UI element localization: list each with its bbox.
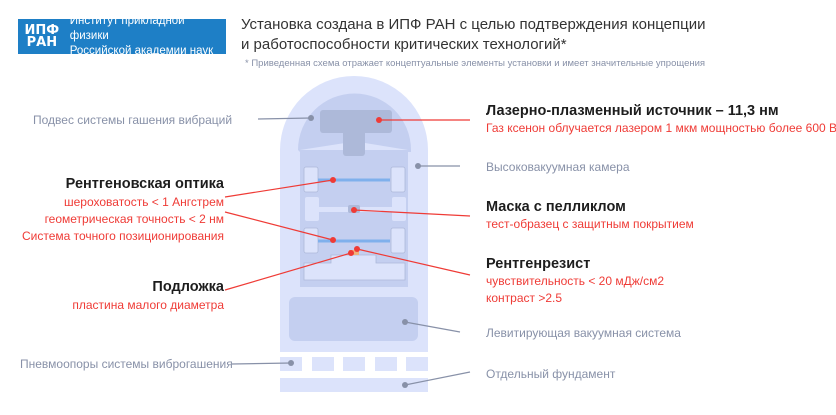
label-levitating: Левитирующая вакуумная система [486, 326, 681, 340]
pneumatic-supports [280, 357, 428, 371]
label-xray-optics: Рентгеновская оптика шероховатость < 1 А… [21, 176, 224, 243]
page-title: Установка создана в ИПФ РАН с целью подт… [241, 16, 706, 53]
leader-lines [224, 117, 471, 386]
laser-source-block [320, 110, 392, 156]
footnote: * Приведенная схема отражает концептуаль… [245, 58, 706, 69]
foundation [280, 378, 428, 392]
label-vacuum-chamber: Высоковакуумная камера [486, 160, 630, 174]
logo-line1: Институт прикладной физики [69, 15, 185, 42]
label-foundation: Отдельный фундамент [486, 367, 616, 381]
label-suspension: Подвес системы гашения вибраций [33, 113, 233, 127]
logo-line2: Российской академии наук [69, 45, 214, 57]
label-pneumo: Пневмоопоры системы виброгашения [20, 357, 233, 371]
logo-mark-top: ИПФ [24, 22, 60, 38]
resist-sample [349, 250, 359, 255]
levitating-system [289, 297, 418, 341]
leader-dots [288, 115, 421, 388]
optics-holders [303, 166, 406, 281]
logo-mark-bottom: РАН [26, 34, 58, 50]
